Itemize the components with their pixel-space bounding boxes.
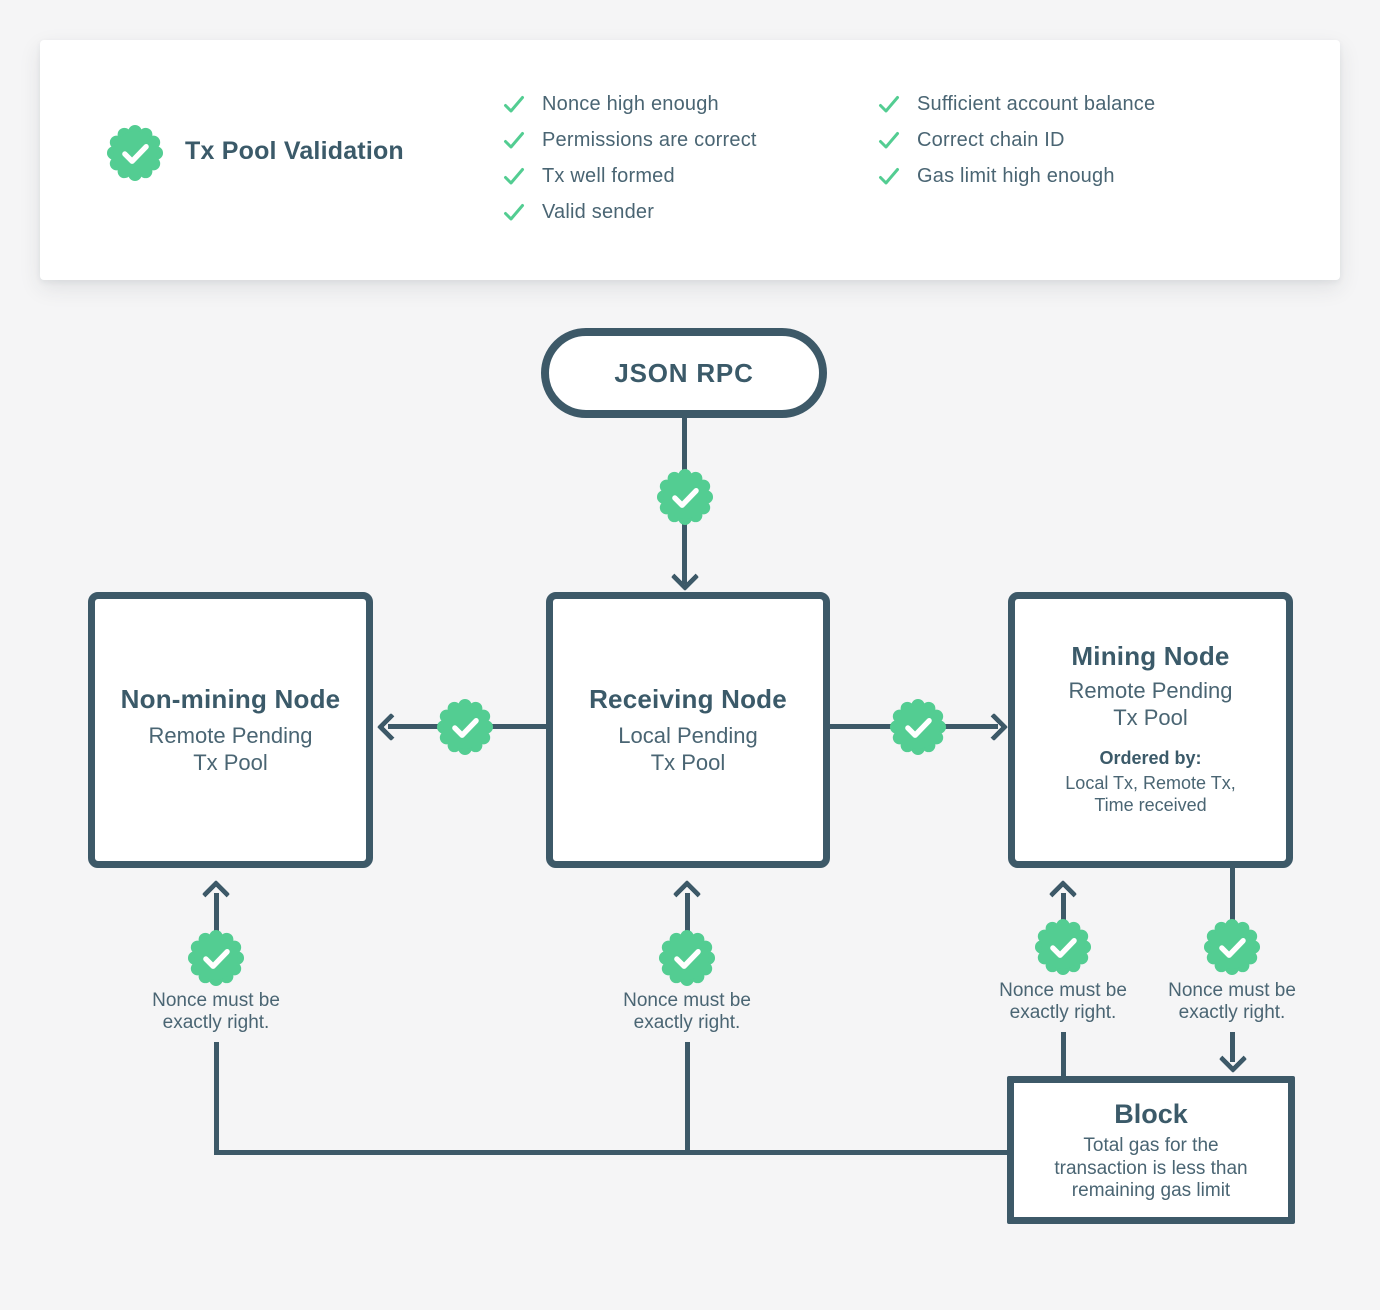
connector-block-to-mining	[1061, 893, 1066, 923]
non-mining-node-box: Non-mining Node Remote Pending Tx Pool	[88, 592, 373, 868]
check-icon	[502, 92, 526, 116]
checklist-item-label: Gas limit high enough	[917, 164, 1115, 187]
check-icon	[877, 128, 901, 152]
check-icon	[502, 164, 526, 188]
check-seal-icon	[436, 698, 494, 756]
json-rpc-node: JSON RPC	[541, 328, 827, 418]
checklist-item-label: Sufficient account balance	[917, 92, 1156, 115]
ordered-by-label: Ordered by:	[1099, 748, 1202, 768]
arrowhead-up-icon	[672, 879, 702, 909]
checklist-item: Sufficient account balance	[877, 86, 1155, 122]
check-icon	[877, 164, 901, 188]
checklist-left: Nonce high enough Permissions are correc…	[502, 86, 757, 230]
check-icon	[502, 200, 526, 224]
check-seal-icon	[889, 698, 947, 756]
check-icon	[877, 92, 901, 116]
connector-mining-to-block	[1230, 864, 1235, 920]
node-title: Receiving Node	[589, 684, 787, 714]
checklist-right: Sufficient account balance Correct chain…	[877, 86, 1155, 194]
arrowhead-down-icon	[670, 562, 700, 592]
checklist-item-label: Valid sender	[542, 200, 655, 223]
nonce-note: Nonce must be exactly right.	[604, 990, 770, 1034]
node-title: Mining Node	[1071, 641, 1230, 671]
nonce-note: Nonce must be exactly right.	[133, 990, 299, 1034]
checklist-item-label: Permissions are correct	[542, 128, 757, 151]
arrowhead-left-icon	[376, 712, 406, 742]
block-body: Total gas for the transaction is less th…	[1054, 1135, 1248, 1201]
check-seal-icon	[187, 929, 245, 987]
checklist-item: Permissions are correct	[502, 122, 757, 158]
arrowhead-down-icon	[1218, 1044, 1248, 1074]
mining-node-box: Mining Node Remote Pending Tx Pool Order…	[1008, 592, 1293, 868]
arrowhead-up-icon	[1048, 879, 1078, 909]
node-subtitle: Local Pending Tx Pool	[618, 723, 758, 775]
arrowhead-right-icon	[979, 712, 1009, 742]
arrowhead-up-icon	[201, 879, 231, 909]
checklist-item-label: Tx well formed	[542, 164, 675, 187]
check-seal-icon	[656, 468, 714, 526]
block-box: Block Total gas for the transaction is l…	[1007, 1076, 1295, 1224]
receiving-node-box: Receiving Node Local Pending Tx Pool	[546, 592, 830, 868]
connector-block-to-receiving	[685, 1042, 690, 1155]
connector-block-to-receiving	[685, 893, 690, 933]
legend-title: Tx Pool Validation	[185, 137, 404, 165]
connector-mining-to-block	[1230, 1032, 1235, 1062]
checklist-item-label: Correct chain ID	[917, 128, 1065, 151]
connector-collector-to-block	[214, 1150, 1007, 1155]
connector-block-to-nonmining	[214, 1042, 219, 1155]
connector-block-to-mining	[1061, 1032, 1066, 1078]
node-title: Non-mining Node	[120, 684, 341, 714]
check-seal-icon	[1034, 918, 1092, 976]
checklist-item: Gas limit high enough	[877, 158, 1155, 194]
checklist-item-label: Nonce high enough	[542, 92, 719, 115]
nonce-note: Nonce must be exactly right.	[980, 980, 1146, 1024]
nonce-note: Nonce must be exactly right.	[1149, 980, 1315, 1024]
json-rpc-label: JSON RPC	[614, 357, 754, 388]
checklist-item: Nonce high enough	[502, 86, 757, 122]
check-seal-icon	[1203, 918, 1261, 976]
checklist-item: Valid sender	[502, 194, 757, 230]
node-subtitle: Remote Pending Tx Pool	[148, 723, 313, 775]
check-seal-icon	[658, 929, 716, 987]
check-icon	[502, 128, 526, 152]
block-title: Block	[1114, 1099, 1188, 1129]
node-subtitle: Remote Pending Tx Pool	[1068, 678, 1233, 730]
legend-card: Tx Pool Validation Nonce high enough Per…	[40, 40, 1340, 280]
connector-block-to-nonmining	[214, 893, 219, 933]
check-seal-icon	[106, 124, 164, 182]
checklist-item: Correct chain ID	[877, 122, 1155, 158]
checklist-item: Tx well formed	[502, 158, 757, 194]
ordered-by-value: Local Tx, Remote Tx, Time received	[1065, 773, 1236, 815]
